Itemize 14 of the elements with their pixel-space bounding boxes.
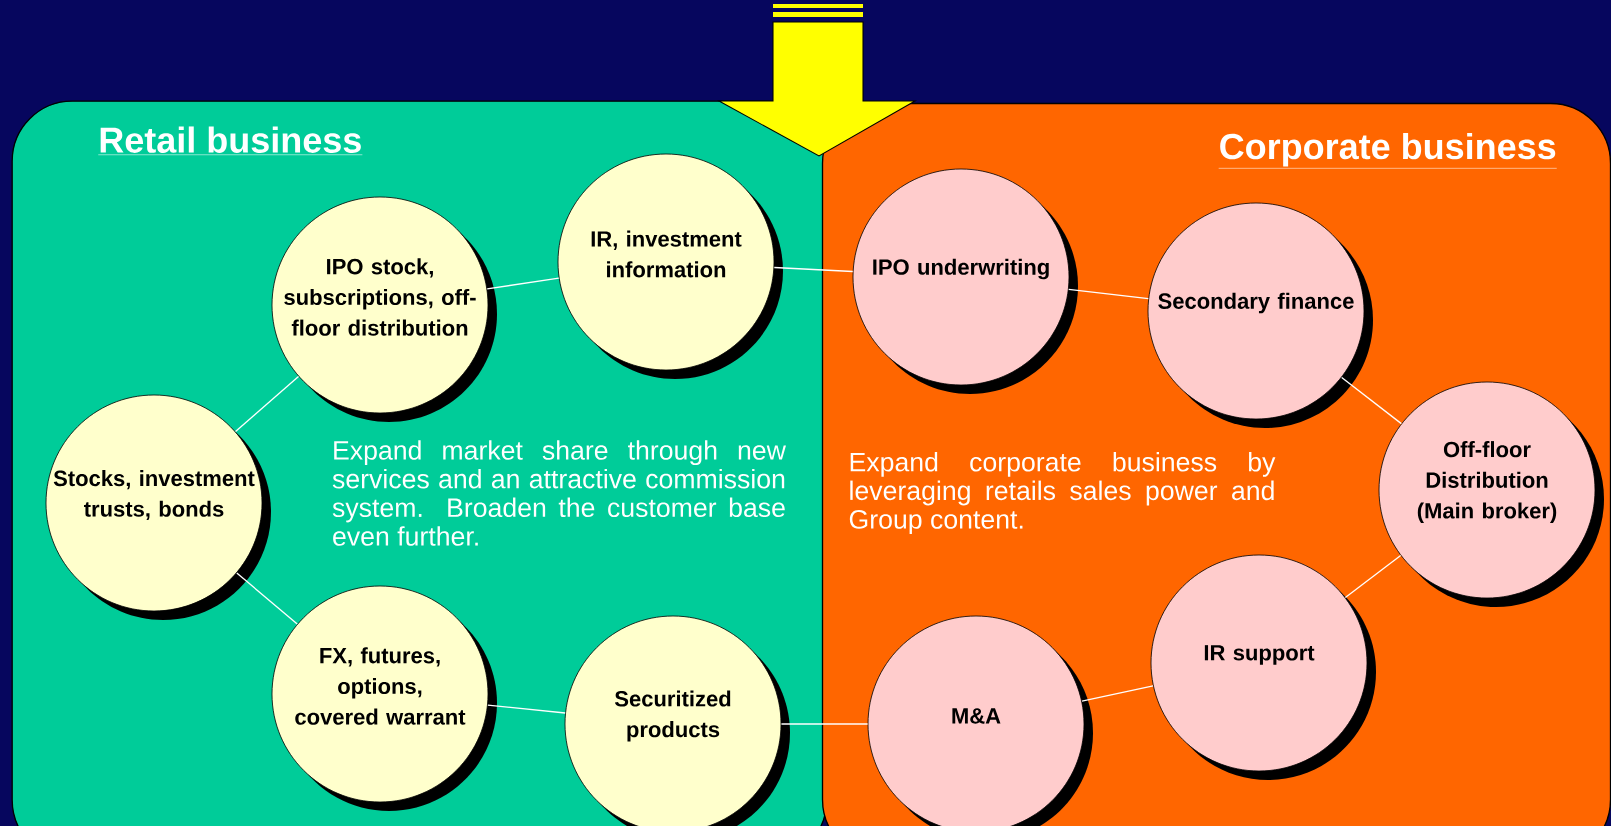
panel-description: Expand market share through new services and an attractive commission system. Broaden the customer base even further. bbox=[332, 440, 786, 546]
connector-line bbox=[773, 266, 854, 273]
connector-line bbox=[1341, 376, 1402, 425]
panel-title: Corporate business bbox=[1218, 132, 1557, 169]
panel-title: Retail business bbox=[98, 126, 363, 156]
connector-line bbox=[780, 723, 869, 725]
connector-line bbox=[486, 277, 560, 290]
connector-line bbox=[236, 572, 298, 625]
connector-line bbox=[1068, 288, 1149, 300]
connector-line bbox=[1081, 685, 1154, 702]
connector-line bbox=[234, 375, 300, 433]
panel-description: Expand corporate business by leveraging retails sales power and Group content. bbox=[849, 451, 1276, 535]
connector-line bbox=[1344, 554, 1402, 599]
connector-line bbox=[487, 704, 566, 714]
